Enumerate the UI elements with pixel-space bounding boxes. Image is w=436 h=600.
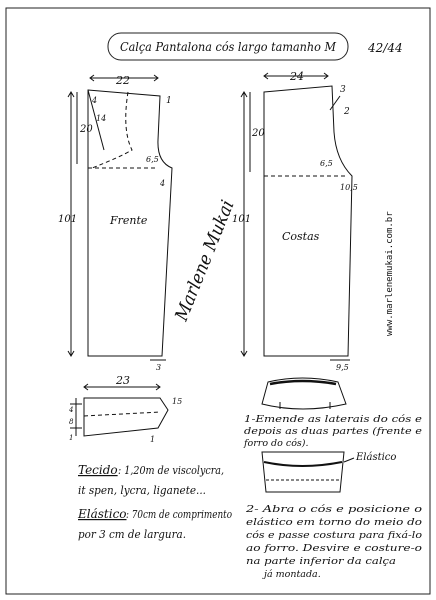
step2-line1: 2- Abra o cós e posicione o	[245, 504, 423, 515]
waistband-mark-1: 1	[69, 434, 73, 442]
elastic-line2: por 3 cm de largura.	[78, 528, 186, 541]
waistband-mark-4: 4	[68, 406, 73, 414]
back-piece-name: Costas	[282, 230, 320, 243]
designer-signature: Marlene Mukai	[171, 197, 239, 324]
back-mark-2: 2	[343, 107, 350, 117]
waistband-width-label: 23	[115, 374, 130, 387]
elastic-label: Elástico	[77, 507, 127, 521]
front-length-arrowhead-bottom	[67, 350, 75, 357]
back-piece	[240, 72, 353, 361]
pattern-title: Calça Pantalona cós largo tamanho M	[120, 39, 337, 54]
front-crotch-ext: 4	[159, 179, 165, 188]
back-hem-ext: 9,5	[336, 363, 349, 372]
front-labels: 22 4 1 20 14 6,5 4 101 Frente 3	[58, 74, 172, 372]
size-range: 42/44	[367, 41, 403, 55]
front-crotch-depth: 6,5	[146, 155, 159, 164]
step1-ring-top-edge	[269, 379, 337, 386]
back-width-label: 24	[289, 70, 304, 83]
waistband-mark-15: 15	[172, 397, 182, 406]
back-labels: 24 3 2 20 6,5 10,5 101 Costas 9,5	[232, 70, 358, 372]
front-mark-14: 14	[96, 114, 106, 123]
header: Calça Pantalona cós largo tamanho M 42/4…	[107, 32, 403, 61]
waistband-outline	[83, 397, 169, 437]
waistband-arrowhead-left	[83, 383, 89, 391]
fabric-line1: : 1,20m de viscolycra,	[118, 464, 224, 477]
waistband-mark-1-right: 1	[150, 435, 155, 444]
step2-line3: cós e passe costura para fixá-lo	[246, 530, 422, 541]
back-length-arrowhead-bottom	[240, 350, 248, 357]
fabric-line2: it spen, lycra, liganete...	[78, 484, 206, 497]
front-width-label: 22	[115, 74, 130, 87]
step1-line1: 1-Emende as laterais do cós e	[244, 414, 422, 425]
waistband-fold-line	[83, 411, 161, 417]
front-width-arrowhead-right	[153, 74, 159, 82]
front-length-arrowhead-top	[67, 91, 75, 98]
back-width-arrowhead-right	[323, 72, 329, 80]
front-width-arrowhead-left	[89, 74, 95, 82]
step2-illustration	[261, 451, 355, 493]
step2-waistband-band	[261, 451, 345, 493]
front-dart-line	[87, 89, 105, 151]
step2-text: 2- Abra o cós e posicione o elástico em …	[245, 504, 423, 580]
front-hem-ext: 3	[156, 363, 161, 372]
step1-line3: forro do cós).	[243, 438, 309, 449]
front-mark-4-top: 4	[91, 96, 97, 105]
front-mark-1: 1	[166, 96, 172, 106]
back-crotch-ext: 10,5	[340, 183, 358, 192]
back-crotch-depth: 6,5	[320, 159, 333, 168]
step2-line2: elástico em torno do meio do	[246, 517, 422, 528]
page-border	[5, 7, 431, 595]
title-bubble	[107, 32, 349, 61]
back-dart-pointer	[329, 95, 341, 111]
waistband-piece	[70, 383, 169, 437]
step1-text: 1-Emende as laterais do cós e depois as …	[243, 414, 422, 449]
front-rise-label: 20	[79, 124, 93, 135]
back-length-label: 101	[232, 214, 251, 225]
front-piece	[67, 74, 173, 361]
website-url: www.marlenemukai.com.br	[385, 211, 395, 336]
front-outline	[87, 89, 173, 357]
fabric-label: Tecido	[78, 463, 118, 477]
waistband-arrowhead-right	[155, 383, 161, 391]
back-rise-label: 20	[251, 128, 265, 139]
materials: Tecido : 1,20m de viscolycra, it spen, l…	[77, 463, 232, 541]
back-length-arrowhead-top	[240, 91, 248, 98]
back-mark-3: 3	[340, 85, 346, 95]
elastic-line1: : 70cm de comprimento	[126, 508, 232, 521]
back-outline	[263, 85, 353, 357]
front-piece-name: Frente	[109, 214, 148, 227]
elastic-pointer	[343, 457, 355, 463]
front-pocket-line	[91, 91, 133, 169]
waistband-mark-8: 8	[69, 418, 74, 426]
step2-elastic	[263, 461, 343, 467]
step2-line4: ao forro. Desvire e costure-o	[246, 543, 422, 554]
back-width-arrowhead-left	[263, 72, 269, 80]
elastic-callout: Elástico	[355, 452, 396, 463]
step1-illustration	[261, 377, 347, 410]
step1-line2: depois as duas partes (frente e	[244, 426, 422, 437]
step2-line5: na parte inferior da calça	[246, 556, 396, 567]
step2-line6: já montada.	[262, 569, 321, 580]
front-length-label: 101	[58, 214, 77, 225]
waistband-labels: 23 4 8 1 15 1	[68, 374, 182, 444]
